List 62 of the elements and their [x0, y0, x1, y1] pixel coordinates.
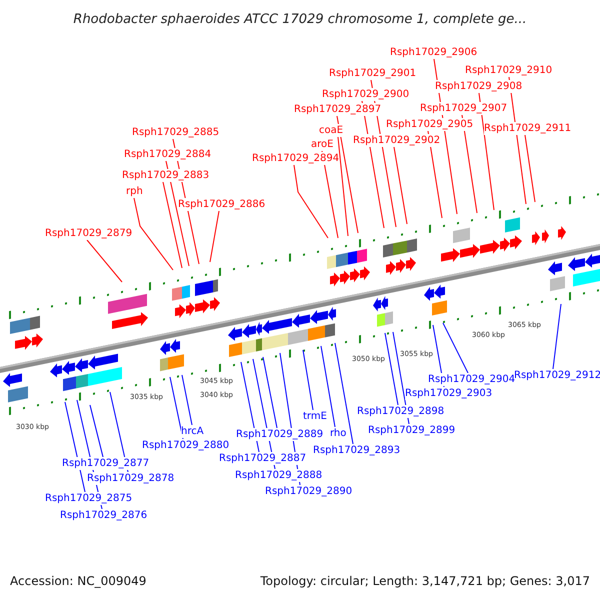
leader-line — [334, 342, 354, 444]
title: Rhodobacter sphaeroides ATCC 17029 chromosome 1, complete ge... — [72, 11, 528, 29]
leader-line — [462, 114, 478, 214]
gene-label: Rsph17029_2906 — [390, 46, 478, 59]
gene-label: Rsph17029_2894 — [252, 152, 340, 165]
gene-label: Rsph17029_2885 — [132, 126, 220, 139]
gene-label: Rsph17029_2903 — [405, 387, 492, 400]
gene-label: Rsph17029_2887 — [219, 452, 306, 465]
gene-label: Rsph17029_2880 — [142, 439, 230, 452]
leader-line — [320, 346, 336, 428]
leader-line — [394, 146, 408, 224]
gene-label: Rsph17029_2898 — [357, 405, 444, 418]
leader-line — [294, 164, 328, 238]
gene-label: Rsph17029_2911 — [484, 122, 572, 135]
footer-text: Topology: circular; Length: 3,147,721 bp; Genes: 3,017 — [260, 574, 590, 589]
gene-label: Rsph17029_2889 — [236, 428, 324, 441]
gene-label: Rsph17029_2907 — [420, 102, 508, 115]
gene-label: Rsph17029_2899 — [368, 424, 456, 437]
gene-label: coaE — [319, 124, 344, 137]
leader-line — [336, 116, 358, 234]
leader-line — [384, 332, 398, 406]
gene-label: Rsph17029_2888 — [235, 469, 322, 482]
gene-label: Rsph17029_2901 — [329, 67, 416, 80]
leader-line — [166, 160, 190, 266]
leader-line — [478, 92, 494, 210]
leader-line — [428, 130, 442, 218]
gene-label: Rsph17029_2900 — [322, 88, 410, 101]
leader-line — [90, 404, 104, 458]
gene-label: Rsph17029_2890 — [265, 485, 352, 498]
gene-label: Rsph17029_2877 — [62, 457, 150, 470]
leader-line — [392, 332, 410, 424]
leader-line — [524, 134, 536, 202]
leader-line — [338, 136, 348, 236]
gene-label: Rsph17029_2886 — [178, 198, 266, 211]
gene-label: Rsph17029_2908 — [435, 80, 522, 93]
gene-label: Rsph17029_2883 — [122, 169, 210, 182]
gene-label: aroE — [311, 138, 334, 151]
leader-line — [552, 304, 562, 370]
leader-line — [134, 198, 174, 270]
gene-label: rph — [126, 185, 143, 198]
gene-label: Rsph17029_2897 — [294, 103, 382, 116]
gene-label: Rsph17029_2902 — [353, 134, 440, 147]
gene-label: Rsph17029_2878 — [87, 472, 174, 485]
gene-label: Rsph17029_2904 — [428, 373, 516, 386]
gene-label: hrcA — [181, 425, 204, 438]
gene-label: Rsph17029_2912 — [514, 369, 600, 382]
leader-line — [442, 322, 468, 374]
leader-line — [170, 376, 184, 440]
gene-label: Rsph17029_2893 — [313, 444, 400, 457]
leader-line — [302, 350, 314, 410]
gene-label: Rsph17029_2875 — [45, 492, 132, 505]
gene-label: Rsph17029_2905 — [386, 118, 474, 131]
footer-text: Accession: NC_009049 — [10, 574, 146, 589]
leader-line — [182, 374, 192, 426]
leader-line — [262, 356, 278, 428]
gene-label: Rsph17029_2876 — [60, 509, 148, 522]
leader-line — [162, 182, 182, 268]
gene-label: Rsph17029_2879 — [45, 227, 132, 240]
gene-label: Rsph17029_2884 — [124, 148, 212, 161]
leader-line — [210, 210, 220, 262]
leader-line — [86, 240, 122, 282]
gene-label: Rsph17029_2910 — [465, 64, 552, 77]
